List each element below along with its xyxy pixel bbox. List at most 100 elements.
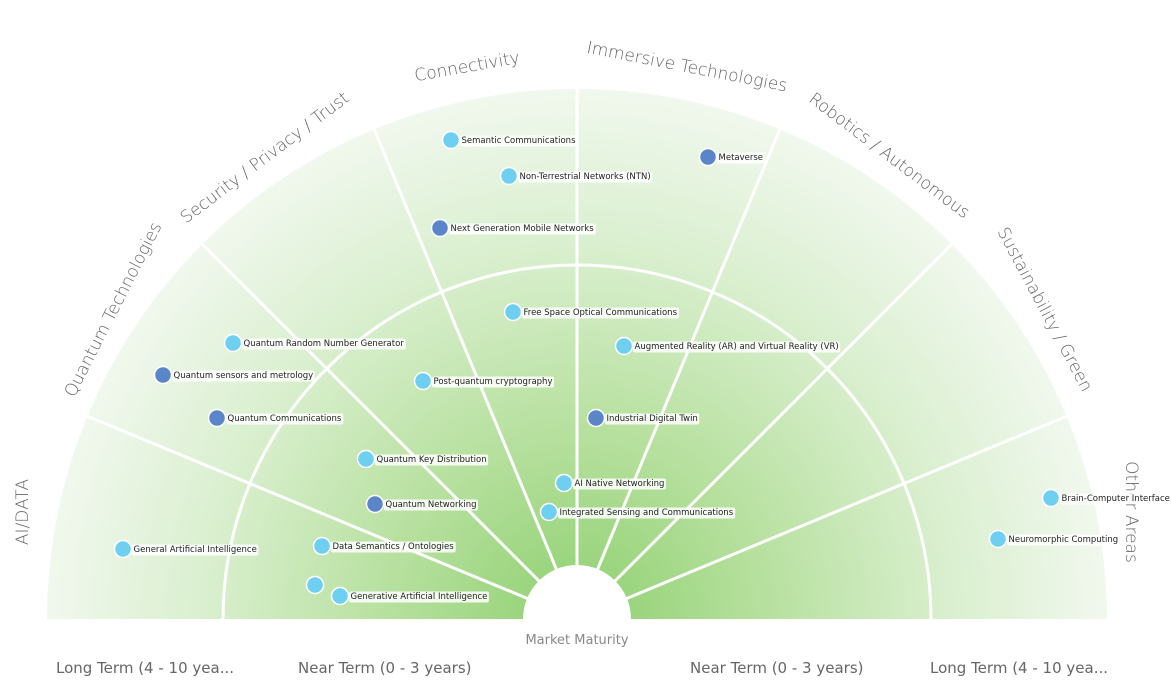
blip-marker[interactable]	[223, 333, 243, 353]
horizon-right-near-term: Near Term (0 - 3 years)	[690, 659, 864, 677]
blip-label: Free Space Optical Communications	[524, 308, 678, 318]
blip-marker[interactable]	[1041, 488, 1061, 508]
blip-label: Data Semantics / Ontologies	[333, 542, 455, 552]
blip-marker[interactable]	[305, 575, 325, 595]
blip[interactable]: Quantum Key Distribution	[356, 449, 489, 469]
category-label-other-areas: Other Areas	[1121, 461, 1141, 563]
blip-label-background	[518, 171, 653, 183]
blip[interactable]	[305, 575, 325, 595]
blip-label: AI Native Networking	[575, 479, 665, 489]
blip-label: Generative Artificial Intelligence	[351, 592, 488, 602]
blip[interactable]: Generative Artificial Intelligence	[330, 586, 489, 606]
blip-marker[interactable]	[698, 147, 718, 167]
blip-label: Quantum sensors and metrology	[174, 371, 314, 381]
horizon-left-long-term: Long Term (4 - 10 yea...	[56, 659, 234, 677]
sector-dividers	[86, 89, 1068, 621]
blip-label-background	[633, 341, 841, 353]
blip[interactable]: Integrated Sensing and Communications	[539, 502, 736, 522]
blip-label: Post-quantum cryptography	[434, 377, 553, 387]
blip[interactable]: Non-Terrestrial Networks (NTN)	[499, 166, 653, 186]
sector-divider	[575, 128, 782, 620]
blip[interactable]: Next Generation Mobile Networks	[430, 218, 596, 238]
blip-marker[interactable]	[413, 371, 433, 391]
blip-label-background	[460, 135, 578, 147]
blip-label: Semantic Communications	[462, 136, 577, 146]
center-label-market-maturity: Market Maturity	[525, 633, 629, 648]
blip-marker[interactable]	[988, 529, 1008, 549]
blip[interactable]: Augmented Reality (AR) and Virtual Reali…	[614, 336, 841, 356]
blip-label-background	[132, 544, 259, 556]
category-label-ai-data: AI/DATA	[13, 479, 33, 546]
blip-label-background	[172, 370, 315, 382]
blip-label-background	[349, 591, 489, 603]
blip[interactable]: Quantum Random Number Generator	[223, 333, 406, 353]
blip-label-background	[375, 454, 489, 466]
blip-label: Quantum Random Number Generator	[244, 339, 405, 349]
blip-label: Integrated Sensing and Communications	[560, 508, 734, 518]
blip-marker[interactable]	[441, 130, 461, 150]
blip-label-background	[1007, 534, 1120, 546]
blip-label: Neuromorphic Computing	[1009, 535, 1119, 545]
blip[interactable]: Semantic Communications	[441, 130, 578, 150]
blip-marker[interactable]	[554, 473, 574, 493]
blip-marker[interactable]	[312, 536, 332, 556]
sector-divider	[575, 243, 953, 621]
sector-divider	[576, 414, 1068, 621]
blip-label: Brain-Computer Interface	[1062, 494, 1170, 504]
blip-marker[interactable]	[330, 586, 350, 606]
blip-label-background	[384, 499, 479, 511]
blip-label-background	[605, 413, 700, 425]
blip-marker[interactable]	[153, 365, 173, 385]
blip-marker[interactable]	[365, 494, 385, 514]
blip-marker[interactable]	[614, 336, 634, 356]
blip-label: General Artificial Intelligence	[134, 545, 257, 555]
blip-label-background	[558, 507, 736, 519]
blip-label: Industrial Digital Twin	[607, 414, 698, 424]
blip-label-background	[449, 223, 596, 235]
blip[interactable]: Data Semantics / Ontologies	[312, 536, 456, 556]
sector-divider	[372, 128, 579, 620]
blip-label: Augmented Reality (AR) and Virtual Reali…	[635, 342, 839, 352]
category-label-connectivity: Connectivity	[413, 48, 521, 86]
blip-marker[interactable]	[499, 166, 519, 186]
blip-marker[interactable]	[430, 218, 450, 238]
blip[interactable]: Quantum Networking	[365, 494, 479, 514]
category-label-immersive-technologies: Immersive Technologies	[585, 38, 789, 97]
blip-label-background	[432, 376, 554, 388]
sector-divider	[86, 414, 578, 621]
blip-marker[interactable]	[539, 502, 559, 522]
blip[interactable]: Quantum Communications	[207, 408, 344, 428]
blip-label-background	[1060, 493, 1171, 505]
blip-label: Non-Terrestrial Networks (NTN)	[520, 172, 651, 182]
sector-divider	[201, 243, 579, 621]
blip[interactable]: Post-quantum cryptography	[413, 371, 554, 391]
blip-label-background	[226, 413, 344, 425]
blip-marker[interactable]	[113, 539, 133, 559]
blip-marker[interactable]	[356, 449, 376, 469]
blip-label-background	[522, 307, 680, 319]
blip-label: Quantum Networking	[386, 500, 477, 510]
blip-label-background	[717, 152, 765, 164]
blip-label-background	[573, 478, 666, 490]
blip[interactable]: Metaverse	[698, 147, 765, 167]
horizon-left-near-term: Near Term (0 - 3 years)	[298, 659, 472, 677]
blip[interactable]: General Artificial Intelligence	[113, 539, 259, 559]
blip[interactable]: Neuromorphic Computing	[988, 529, 1120, 549]
blip-label: Quantum Communications	[228, 414, 342, 424]
blip-marker[interactable]	[503, 302, 523, 322]
blip[interactable]: Free Space Optical Communications	[503, 302, 680, 322]
blip[interactable]: AI Native Networking	[554, 473, 666, 493]
blip-label-background	[331, 541, 456, 553]
blip-marker[interactable]	[586, 408, 606, 428]
blip-label: Next Generation Mobile Networks	[451, 224, 595, 234]
horizon-right-long-term: Long Term (4 - 10 yea...	[930, 659, 1108, 677]
blip-label: Metaverse	[719, 153, 764, 163]
blip-marker[interactable]	[207, 408, 227, 428]
blip-label-background	[242, 338, 406, 350]
blip[interactable]: Brain-Computer Interface	[1041, 488, 1171, 508]
blip[interactable]: Industrial Digital Twin	[586, 408, 700, 428]
blip[interactable]: Quantum sensors and metrology	[153, 365, 315, 385]
blip-label: Quantum Key Distribution	[377, 455, 487, 465]
